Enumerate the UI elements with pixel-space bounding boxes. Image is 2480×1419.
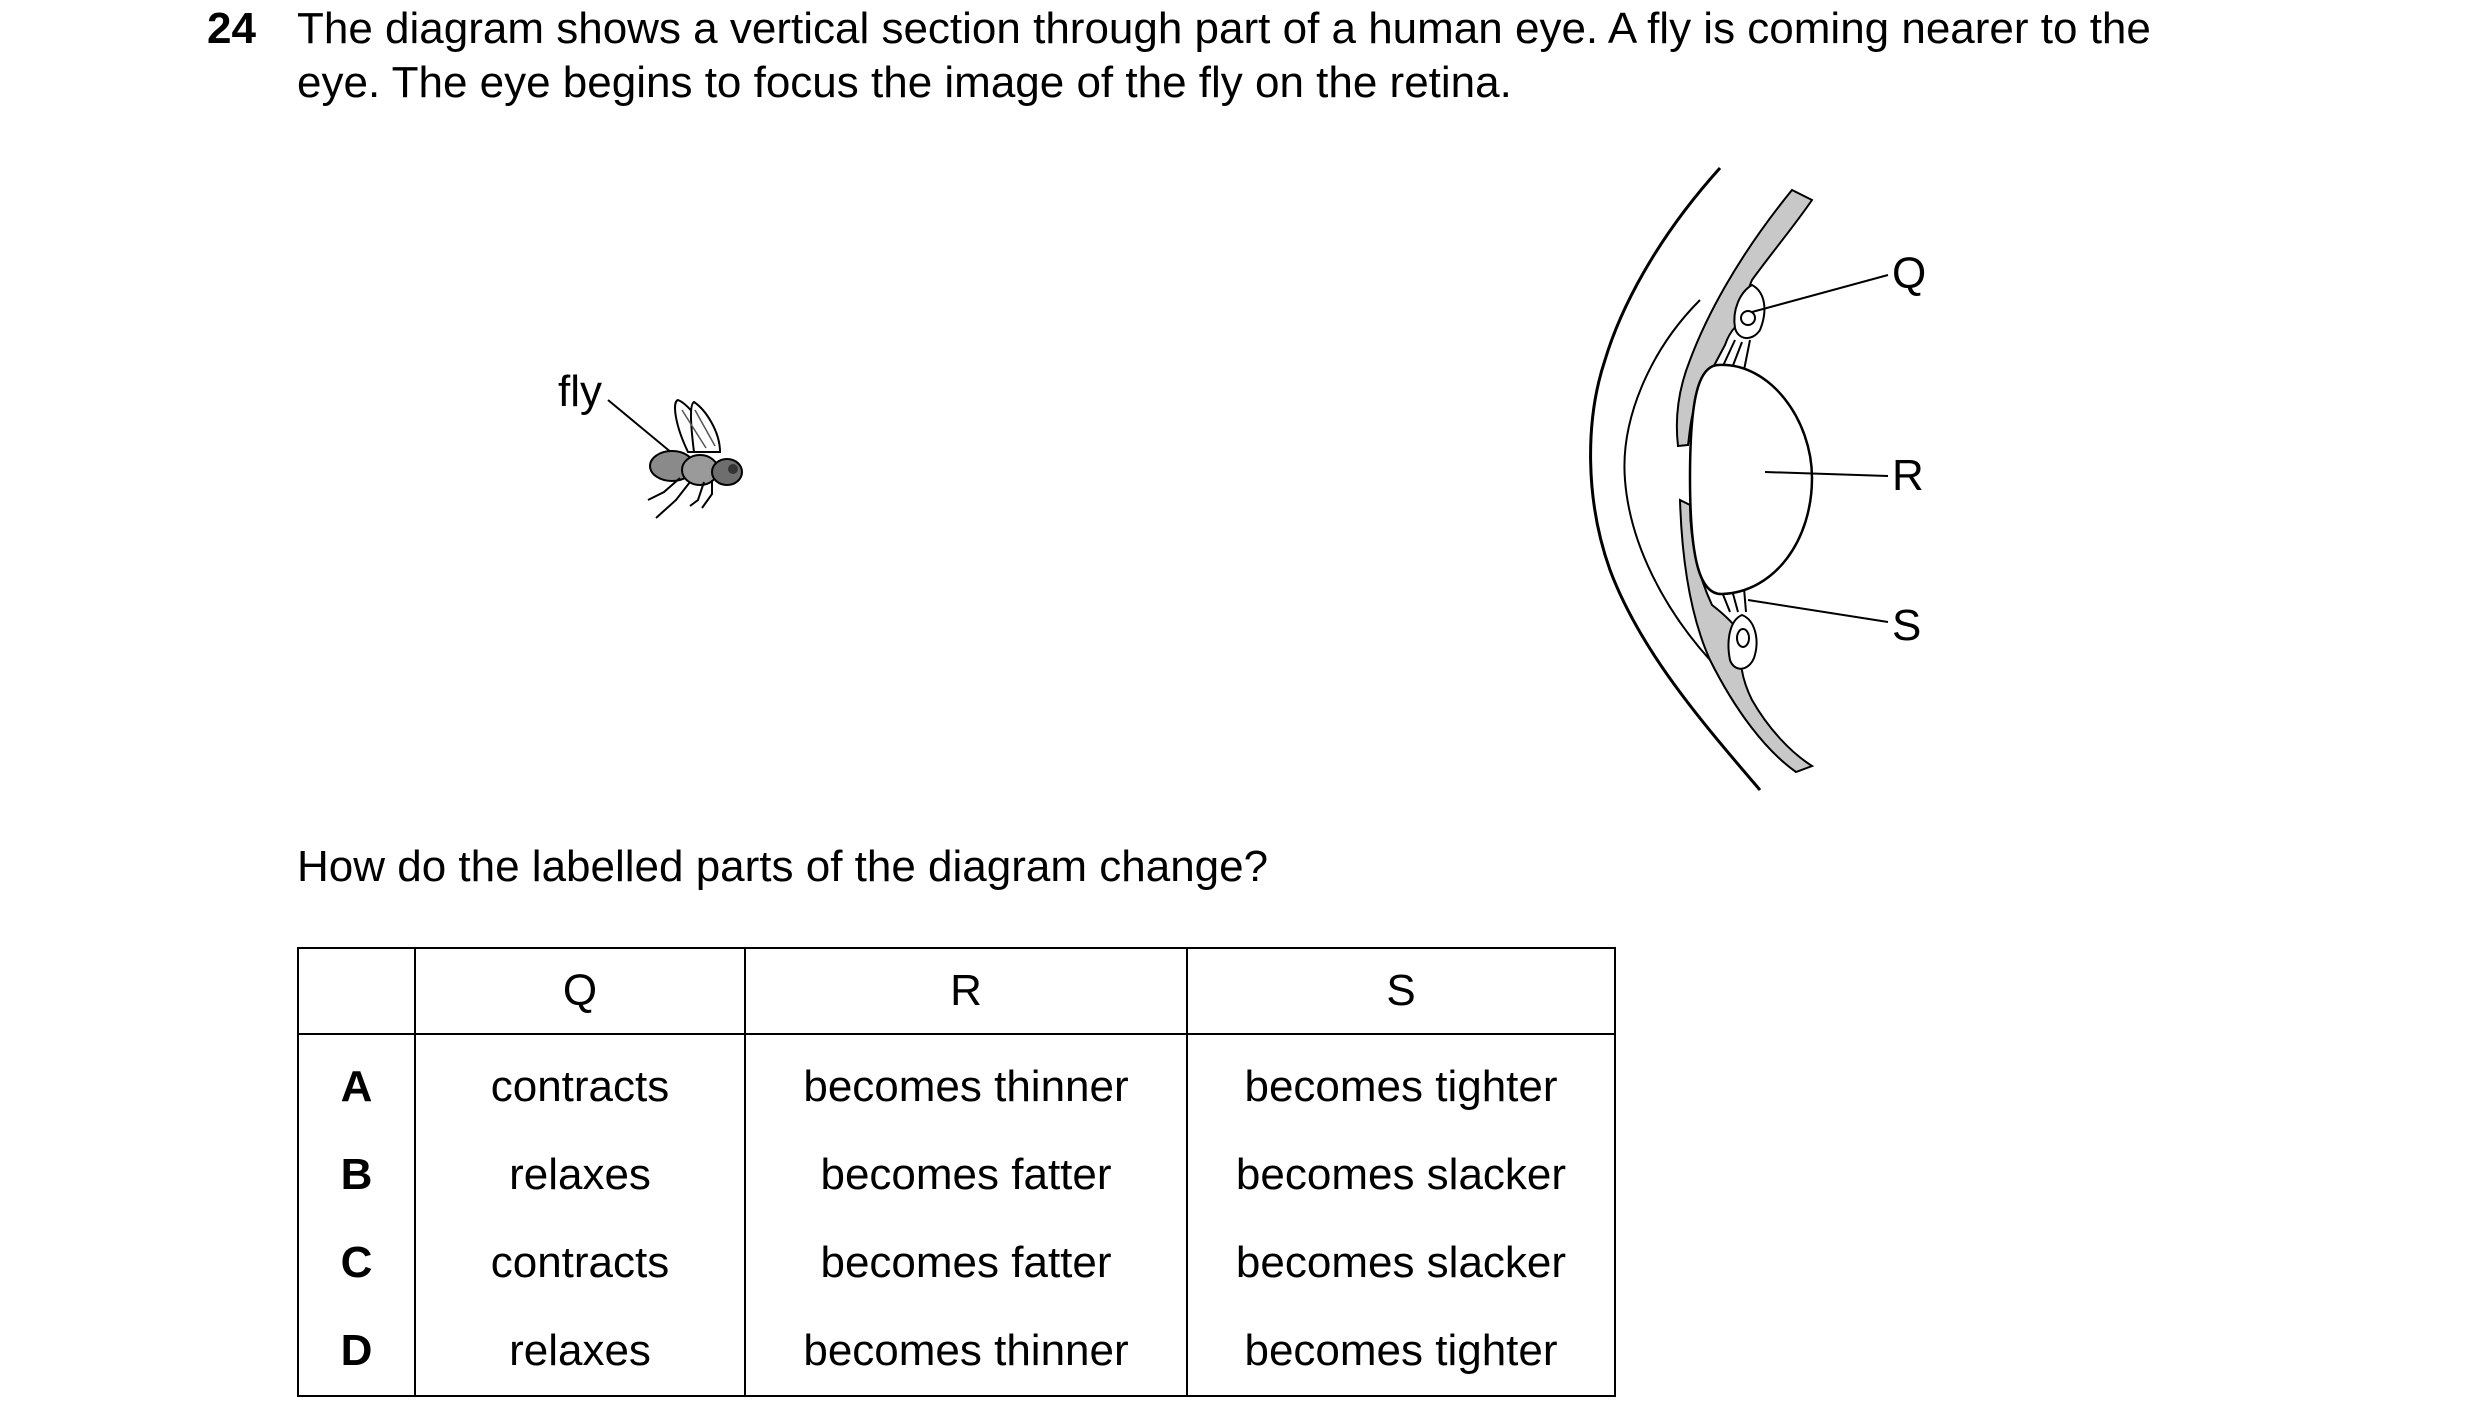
table-cell: relaxes <box>414 1307 746 1397</box>
table-header-cell: S <box>1186 947 1616 1035</box>
fly-leader-line <box>607 399 679 459</box>
ciliary-body-lower <box>1678 498 1815 774</box>
table-cell: contracts <box>414 1034 746 1131</box>
table-cell: becomes fatter <box>744 1219 1188 1307</box>
table-header-cell: Q <box>414 947 746 1035</box>
table-cell: becomes thinner <box>744 1034 1188 1131</box>
question-stem-line-1: The diagram shows a vertical section thr… <box>297 4 2151 53</box>
q-leader-line <box>1751 274 1889 313</box>
cornea <box>1589 166 1762 791</box>
answer-options-table: Q R S A contracts becomes thinner become… <box>297 947 1616 1397</box>
table-row[interactable]: C contracts becomes fatter becomes slack… <box>297 1219 1616 1307</box>
table-cell: becomes fatter <box>744 1131 1188 1219</box>
question-stem-line-2: eye. The eye begins to focus the image o… <box>297 58 1512 107</box>
question-number: 24 <box>207 4 256 53</box>
suspensory-ligament-upper <box>1721 339 1751 371</box>
label-r: R <box>1892 451 1924 500</box>
table-cell: relaxes <box>414 1131 746 1219</box>
table-cell: becomes tighter <box>1186 1034 1616 1131</box>
s-leader-line <box>1747 599 1889 623</box>
eye-illustration: Q R S <box>1589 166 1926 791</box>
option-letter: C <box>297 1219 416 1307</box>
table-cell: becomes thinner <box>744 1307 1188 1397</box>
r-leader-line <box>1764 471 1889 477</box>
table-cell: contracts <box>414 1219 746 1307</box>
fly-legs <box>647 477 713 519</box>
table-header-cell <box>297 947 416 1035</box>
table-header-row: Q R S <box>297 947 1616 1035</box>
table-row[interactable]: B relaxes becomes fatter becomes slacker <box>297 1131 1616 1219</box>
label-s: S <box>1892 601 1921 650</box>
table-cell: becomes tighter <box>1186 1307 1616 1397</box>
option-letter: D <box>297 1307 416 1397</box>
table-row[interactable]: A contracts becomes thinner becomes tigh… <box>297 1034 1616 1131</box>
option-letter: B <box>297 1131 416 1219</box>
option-letter: A <box>297 1034 416 1131</box>
table-header-cell: R <box>744 947 1188 1035</box>
question-stem: The diagram shows a vertical section thr… <box>297 2 2317 110</box>
fly-illustration: fly <box>558 367 743 519</box>
cornea-inner <box>1623 299 1711 661</box>
table-cell: becomes slacker <box>1186 1219 1616 1307</box>
label-q: Q <box>1892 249 1926 298</box>
question-prompt: How do the labelled parts of the diagram… <box>297 842 1269 891</box>
fly-label: fly <box>558 367 602 416</box>
table-row[interactable]: D relaxes becomes thinner becomes tighte… <box>297 1307 1616 1397</box>
fly-wing <box>690 400 722 453</box>
eye-diagram: fly <box>558 166 1926 791</box>
table-cell: becomes slacker <box>1186 1131 1616 1219</box>
fly-head <box>711 458 743 486</box>
lens <box>1688 363 1814 596</box>
